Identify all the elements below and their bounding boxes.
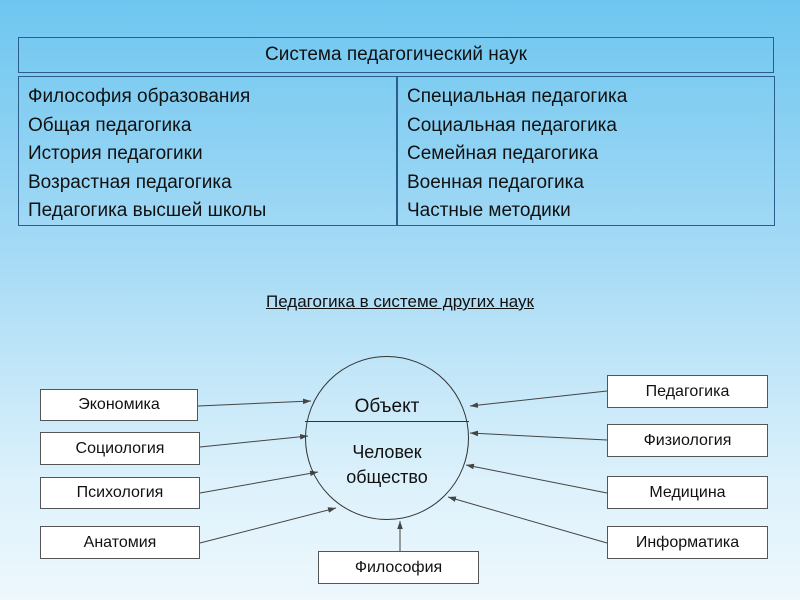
node-anatomy: Анатомия [40,526,200,559]
arrow-sociology [199,434,309,448]
list-item: Социальная педагогика [407,114,617,136]
list-item: Возрастная педагогика [28,171,232,193]
node-physiology: Физиология [607,424,768,457]
list-item: Специальная педагогика [407,86,628,107]
list-item: Частные методики [407,200,571,221]
left-science-list: Философия образования Общая педагогика И… [18,76,397,226]
node-pedagogy: Педагогика [607,375,768,408]
list-item: Философия образования [28,86,251,107]
list-item: Педагогика высшей школы [28,200,267,221]
arrow-informatics [447,496,608,544]
node-medicine: Медицина [607,476,768,509]
arrow-anatomy [199,507,337,544]
node-psychology: Психология [40,477,200,509]
arrow-medicine [465,463,608,494]
list-item: Общая педагогика [28,114,192,136]
node-economics: Экономика [40,389,198,421]
object-circle [305,356,469,520]
diagram-title: Педагогика в системе других наук [266,292,534,311]
object-label: Объект [354,396,420,417]
subject-line-2: общество [346,467,428,487]
circle-divider [305,421,469,422]
subject-label: Человек общество [305,440,469,490]
right-science-list: Специальная педагогика Социальная педаго… [397,76,775,226]
list-item: Семейная педагогика [407,143,599,164]
subject-line-1: Человек [352,442,422,462]
list-item: Военная педагогика [407,171,584,193]
arrow-physiology [469,430,608,441]
node-informatics: Информатика [607,526,768,559]
system-title: Система педагогический наук [265,44,527,65]
node-sociology: Социология [40,432,200,465]
list-item: История педагогики [28,143,203,164]
arrow-pedagogy [469,390,608,408]
arrow-psychology [199,470,319,494]
node-philosophy: Философия [318,551,479,584]
arrow-economics [197,398,312,407]
system-title-box: Система педагогический наук [18,37,774,73]
